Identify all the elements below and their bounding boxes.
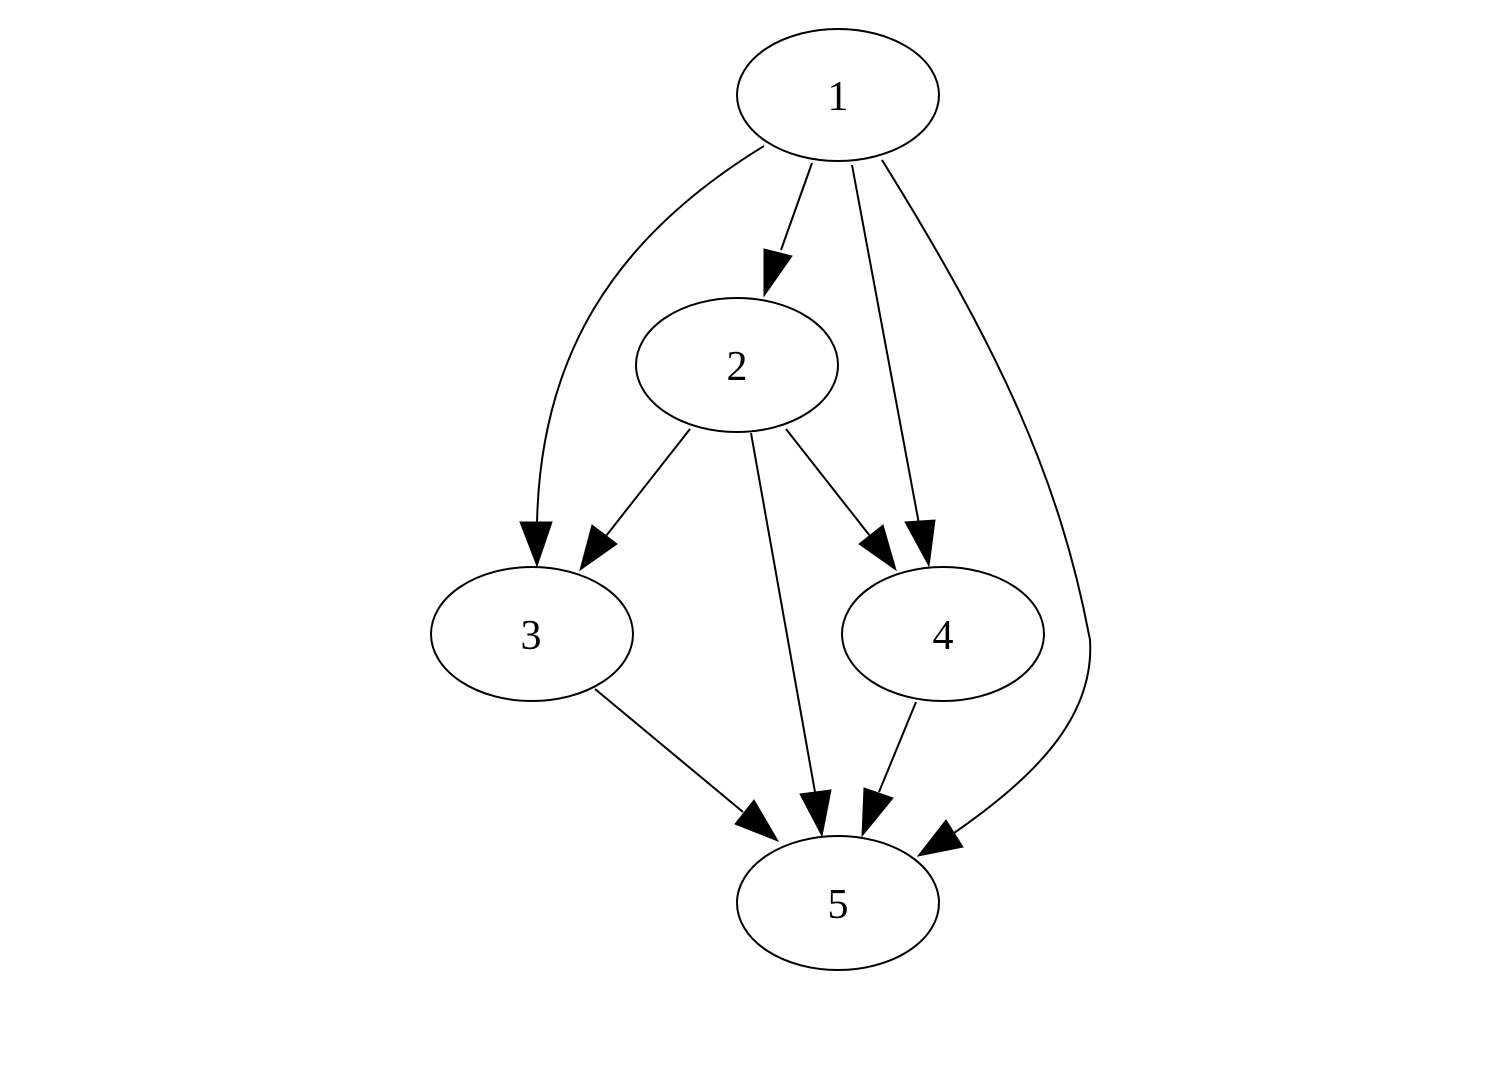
edge-2-to-4 (785, 428, 871, 537)
node-4[interactable]: 4 (841, 566, 1045, 702)
arrowhead-2-to-3 (579, 524, 618, 572)
node-3-shape (430, 566, 634, 702)
edge-3-to-5 (594, 688, 744, 813)
node-5-shape (736, 835, 940, 971)
node-2-shape (635, 297, 839, 433)
node-3[interactable]: 3 (430, 566, 634, 702)
arrowhead-1-to-3 (519, 521, 553, 568)
edge-2-to-5 (750, 432, 816, 793)
edge-1-to-2 (780, 162, 813, 251)
arrowhead-1-to-5 (916, 819, 964, 857)
edge-1-to-5 (881, 159, 1092, 834)
edges-layer (519, 145, 1092, 857)
node-1[interactable]: 1 (736, 28, 940, 162)
node-5[interactable]: 5 (736, 835, 940, 971)
node-1-shape (736, 28, 940, 162)
edge-1-to-4 (851, 164, 920, 525)
node-4-label: 4 (933, 613, 954, 659)
arrowhead-1-to-2 (763, 248, 793, 298)
arrowhead-4-to-5 (861, 787, 894, 838)
arrowhead-1-to-4 (904, 519, 936, 568)
node-4-shape (841, 566, 1045, 702)
arrowhead-2-to-5 (799, 789, 832, 838)
edge-2-to-3 (605, 428, 691, 537)
nodes-layer: 1 2 3 4 5 (430, 28, 1045, 971)
edge-1-to-3 (536, 145, 765, 525)
node-2-label: 2 (727, 344, 748, 390)
node-3-label: 3 (521, 613, 542, 659)
edge-4-to-5 (878, 701, 917, 793)
node-1-label: 1 (828, 74, 849, 120)
arrowhead-3-to-5 (734, 799, 780, 842)
arrowhead-2-to-4 (858, 524, 897, 572)
node-5-label: 5 (828, 882, 849, 928)
node-2[interactable]: 2 (635, 297, 839, 433)
